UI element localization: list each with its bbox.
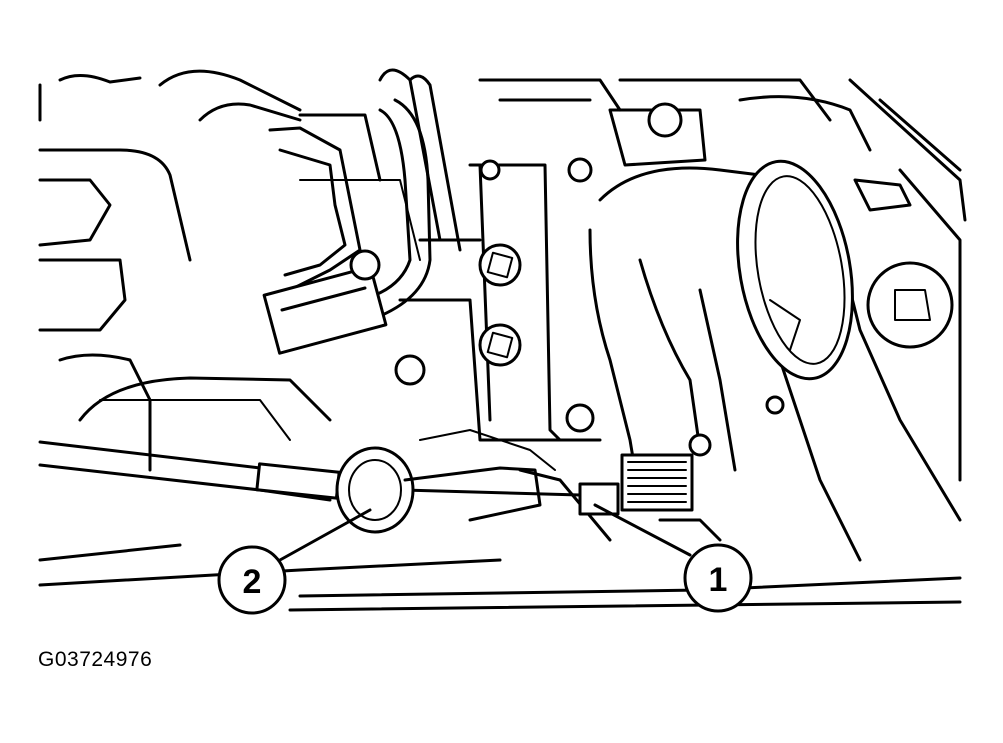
cable-end bbox=[578, 482, 620, 516]
throttle-body bbox=[588, 102, 954, 512]
callout-2: 2 bbox=[217, 545, 287, 615]
large-fitting bbox=[866, 261, 954, 349]
callout-2-leader bbox=[278, 508, 372, 562]
figure-id: G03724976 bbox=[38, 648, 153, 671]
callout-1-leader bbox=[593, 503, 692, 557]
callout-1: 1 bbox=[683, 543, 753, 613]
callout-1-label: 1 bbox=[709, 561, 728, 599]
accelerator-cable bbox=[38, 440, 620, 534]
bolt bbox=[478, 243, 522, 287]
throttle-bore bbox=[736, 159, 854, 381]
callout-2-label: 2 bbox=[243, 563, 262, 601]
bolt bbox=[478, 323, 522, 367]
throttle-spring bbox=[620, 453, 694, 512]
hoses bbox=[262, 98, 432, 355]
intake-manifold bbox=[349, 157, 602, 471]
engine-bay-outline bbox=[38, 68, 967, 612]
